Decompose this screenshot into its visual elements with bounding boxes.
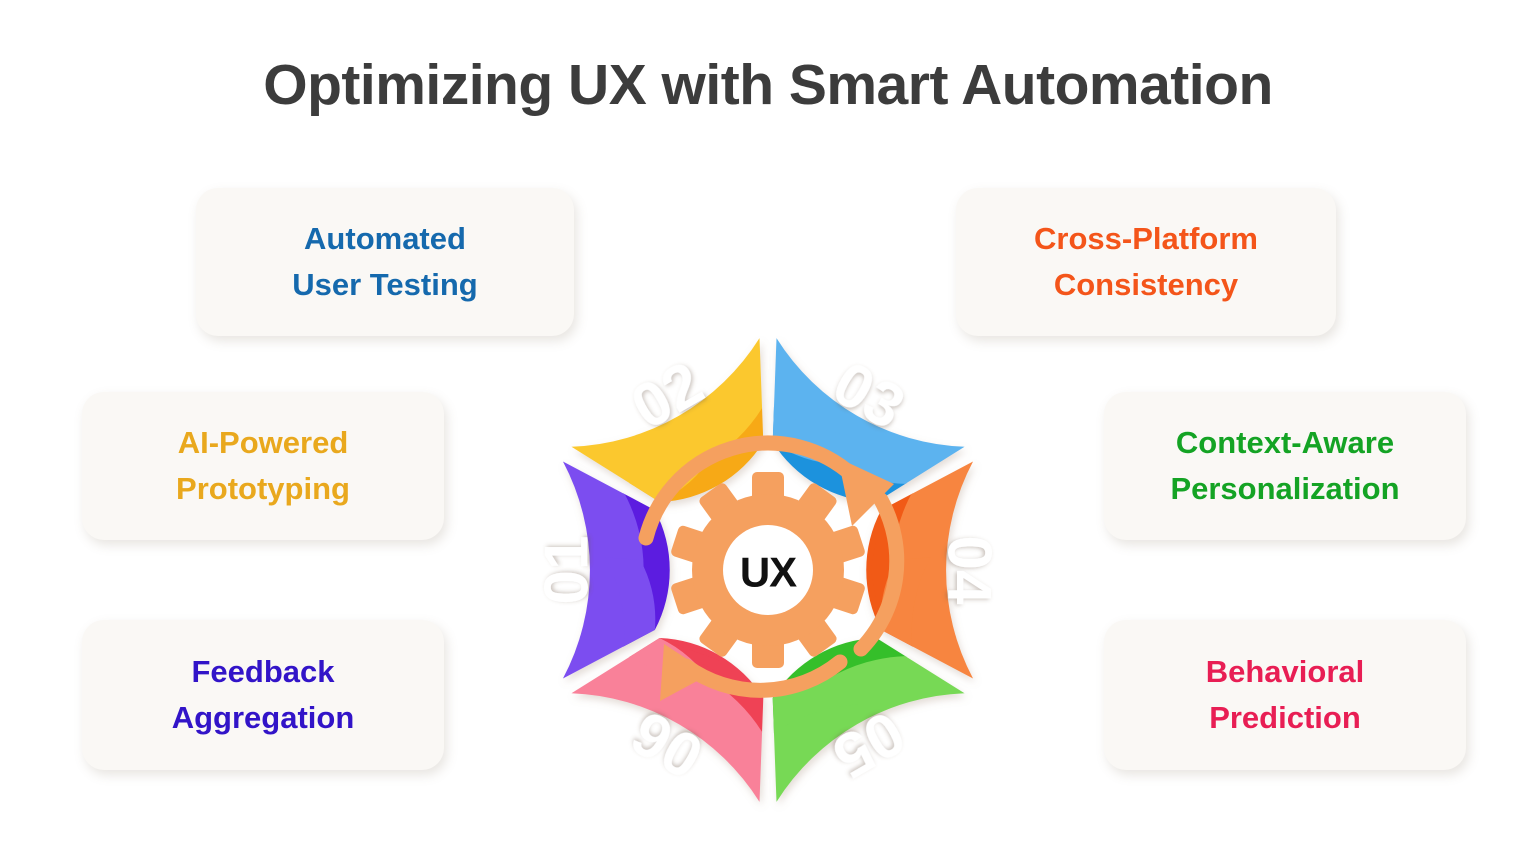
segment-arrow-chevron [871,509,883,631]
wheel-segment-01[interactable] [562,461,670,679]
card-text: AI-Powered Prototyping [176,425,350,506]
arrowhead-counterclockwise [660,644,710,701]
card-text: Automated User Testing [292,221,478,302]
arc-bottom [678,654,848,698]
segment-number-01: 01 [533,536,602,605]
arc-upper-left [638,435,860,546]
arrowhead-clockwise [838,458,894,526]
segment-inner-band [623,493,670,647]
hub-label: UX [740,549,797,596]
segment-body [562,461,644,679]
label-card-ai-powered-prototyping[interactable]: AI-Powered Prototyping [82,392,444,540]
card-text: Behavioral Prediction [1205,654,1365,735]
center-hub: UX [638,435,905,701]
segment-arrow-chevron [653,509,665,631]
segment-number-04: 04 [935,536,1004,605]
label-card-feedback-aggregation[interactable]: Feedback Aggregation [82,620,444,770]
label-card-context-aware-personalization[interactable]: Context-Aware Personalization [1104,392,1466,540]
segment-body [571,656,763,802]
segment-body-taper [605,557,656,647]
card-text: Feedback Aggregation [171,654,355,735]
circular-arrows-icon [638,435,905,701]
page-title: Optimizing UX with Smart Automation [263,53,1273,117]
arc-right [853,492,905,657]
segment-arrow-chevron [658,441,764,502]
card-text: Context-Aware Personalization [1170,425,1400,506]
gear-icon [671,472,865,668]
segment-body-taper [629,422,713,502]
card-text: Cross-Platform Consistency [1034,221,1258,302]
label-card-automated-user-testing[interactable]: Automated User Testing [196,188,574,336]
label-card-behavioral-prediction[interactable]: Behavioral Prediction [1104,620,1466,770]
label-card-cross-platform-consistency[interactable]: Cross-Platform Consistency [956,188,1336,336]
segment-body [892,461,974,679]
